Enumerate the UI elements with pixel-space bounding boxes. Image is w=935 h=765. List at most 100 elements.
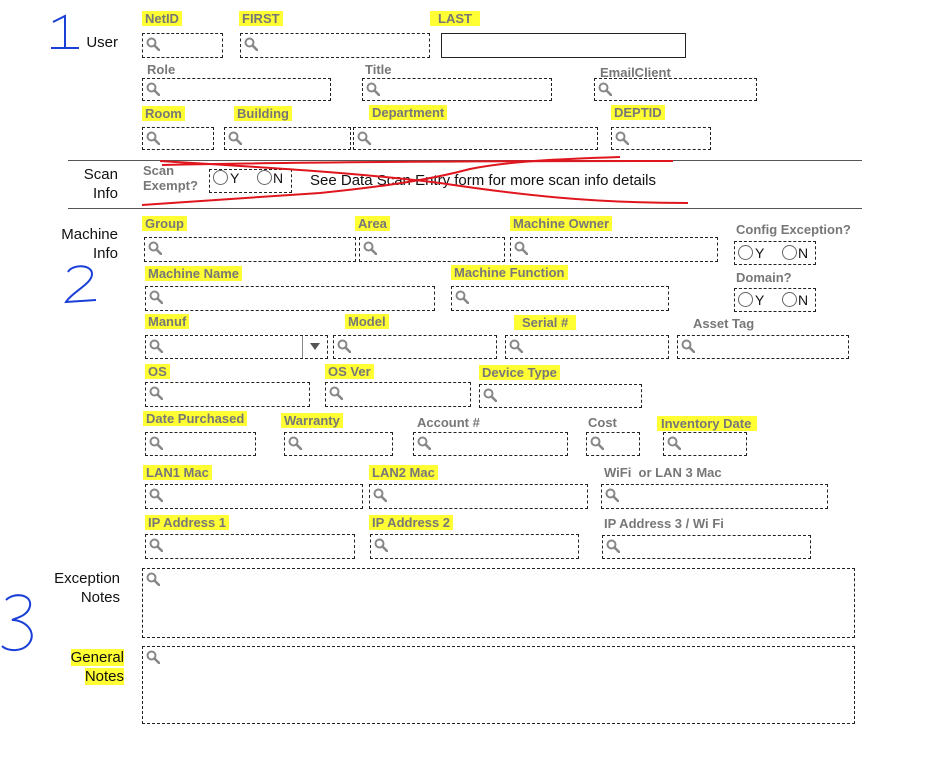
label-role: Role — [147, 62, 176, 77]
room-field[interactable] — [142, 127, 214, 150]
magnifier-icon[interactable] — [598, 82, 612, 96]
magnifier-icon[interactable] — [149, 488, 163, 502]
magnifier-icon[interactable] — [606, 539, 620, 553]
magnifier-icon[interactable] — [149, 436, 163, 450]
config-exception-yes-radio[interactable] — [738, 245, 753, 260]
netid-field[interactable] — [142, 33, 223, 58]
label-lan2-mac: LAN2 Mac — [369, 465, 438, 480]
wifi-lan3-mac-field[interactable] — [601, 484, 828, 509]
warranty-field[interactable] — [284, 432, 393, 456]
magnifier-icon[interactable] — [337, 339, 351, 353]
magnifier-icon[interactable] — [681, 339, 695, 353]
label-first: FIRST — [239, 11, 283, 26]
group-field[interactable] — [144, 237, 356, 262]
label-manuf: Manuf — [145, 314, 190, 329]
magnifier-icon[interactable] — [146, 572, 160, 586]
magnifier-icon[interactable] — [417, 436, 431, 450]
magnifier-icon[interactable] — [146, 37, 160, 51]
magnifier-icon[interactable] — [244, 37, 258, 51]
magnifier-icon[interactable] — [357, 131, 371, 145]
label-group: Group — [142, 216, 187, 231]
config-exception-radio-group[interactable]: Y N — [734, 241, 816, 265]
magnifier-icon[interactable] — [146, 650, 160, 664]
label-last: LAST — [430, 11, 480, 26]
department-field[interactable] — [353, 127, 598, 150]
machine-function-field[interactable] — [451, 286, 669, 311]
magnifier-icon[interactable] — [149, 538, 163, 552]
dropdown-button[interactable] — [302, 336, 327, 358]
section-divider-top — [68, 160, 862, 161]
asset-tag-field[interactable] — [677, 335, 849, 359]
scan-exempt-no-radio[interactable] — [256, 170, 272, 185]
last-name-field[interactable] — [441, 33, 686, 58]
radio-no-label: N — [797, 292, 809, 308]
magnifier-icon[interactable] — [363, 241, 377, 255]
deptid-field[interactable] — [611, 127, 711, 150]
domain-no-radio[interactable] — [781, 292, 797, 307]
scan-exempt-yes-radio[interactable] — [213, 170, 228, 185]
magnifier-icon[interactable] — [148, 241, 162, 255]
section-label-exception-notes: Exception Notes — [30, 569, 120, 607]
magnifier-icon[interactable] — [329, 386, 343, 400]
label-account: Account # — [417, 415, 480, 430]
cost-field[interactable] — [586, 432, 640, 456]
magnifier-icon[interactable] — [228, 131, 242, 145]
label-room: Room — [142, 106, 185, 121]
date-purchased-field[interactable] — [145, 432, 256, 456]
os-field[interactable] — [145, 382, 310, 407]
magnifier-icon[interactable] — [514, 241, 528, 255]
magnifier-icon[interactable] — [605, 488, 619, 502]
magnifier-icon[interactable] — [590, 436, 604, 450]
radio-no-label: N — [272, 170, 284, 186]
magnifier-icon[interactable] — [288, 436, 302, 450]
magnifier-icon[interactable] — [149, 386, 163, 400]
label-os-ver: OS Ver — [325, 364, 374, 379]
exception-notes-textarea[interactable] — [142, 568, 855, 638]
model-field[interactable] — [333, 335, 497, 359]
inventory-date-field[interactable] — [663, 432, 747, 456]
magnifier-icon[interactable] — [483, 388, 497, 402]
magnifier-icon[interactable] — [146, 82, 160, 96]
scan-exempt-radio-group[interactable]: Y N — [209, 169, 292, 193]
general-notes-textarea[interactable] — [142, 646, 855, 724]
label-scan-exempt-line2: Exempt? — [143, 178, 198, 193]
ip-address-2-field[interactable] — [370, 534, 579, 559]
domain-yes-radio[interactable] — [738, 292, 753, 307]
building-field[interactable] — [224, 127, 351, 150]
ip-address-1-field[interactable] — [145, 534, 355, 559]
lan1-mac-field[interactable] — [145, 484, 363, 509]
magnifier-icon[interactable] — [615, 131, 629, 145]
emailclient-field[interactable] — [594, 78, 757, 101]
lan2-mac-field[interactable] — [369, 484, 588, 509]
magnifier-icon[interactable] — [667, 436, 681, 450]
label-lan1-mac: LAN1 Mac — [143, 465, 212, 480]
magnifier-icon[interactable] — [149, 290, 163, 304]
os-ver-field[interactable] — [325, 382, 471, 407]
first-name-field[interactable] — [240, 33, 430, 58]
label-inventory-date: Inventory Date — [657, 416, 758, 431]
magnifier-icon[interactable] — [455, 290, 469, 304]
magnifier-icon[interactable] — [374, 538, 388, 552]
label-scan-exempt-line1: Scan — [143, 163, 175, 178]
domain-radio-group[interactable]: Y N — [734, 288, 816, 312]
serial-field[interactable] — [505, 335, 669, 359]
title-field[interactable] — [362, 78, 552, 101]
machine-name-field[interactable] — [145, 286, 435, 311]
label-building: Building — [234, 106, 292, 121]
device-type-field[interactable] — [479, 384, 642, 408]
magnifier-icon[interactable] — [149, 339, 163, 353]
ip-address-3-field[interactable] — [602, 535, 811, 559]
section-divider-bottom — [68, 208, 862, 209]
magnifier-icon[interactable] — [373, 488, 387, 502]
label-warranty: Warranty — [281, 413, 343, 428]
magnifier-icon[interactable] — [509, 339, 523, 353]
account-field[interactable] — [413, 432, 568, 456]
config-exception-no-radio[interactable] — [781, 245, 797, 260]
section-label-exception-notes-line1: Exception — [54, 570, 120, 587]
magnifier-icon[interactable] — [146, 131, 160, 145]
area-field[interactable] — [359, 237, 505, 262]
magnifier-icon[interactable] — [366, 82, 380, 96]
manuf-dropdown[interactable] — [145, 335, 328, 359]
role-field[interactable] — [142, 78, 331, 101]
machine-owner-field[interactable] — [510, 237, 718, 262]
